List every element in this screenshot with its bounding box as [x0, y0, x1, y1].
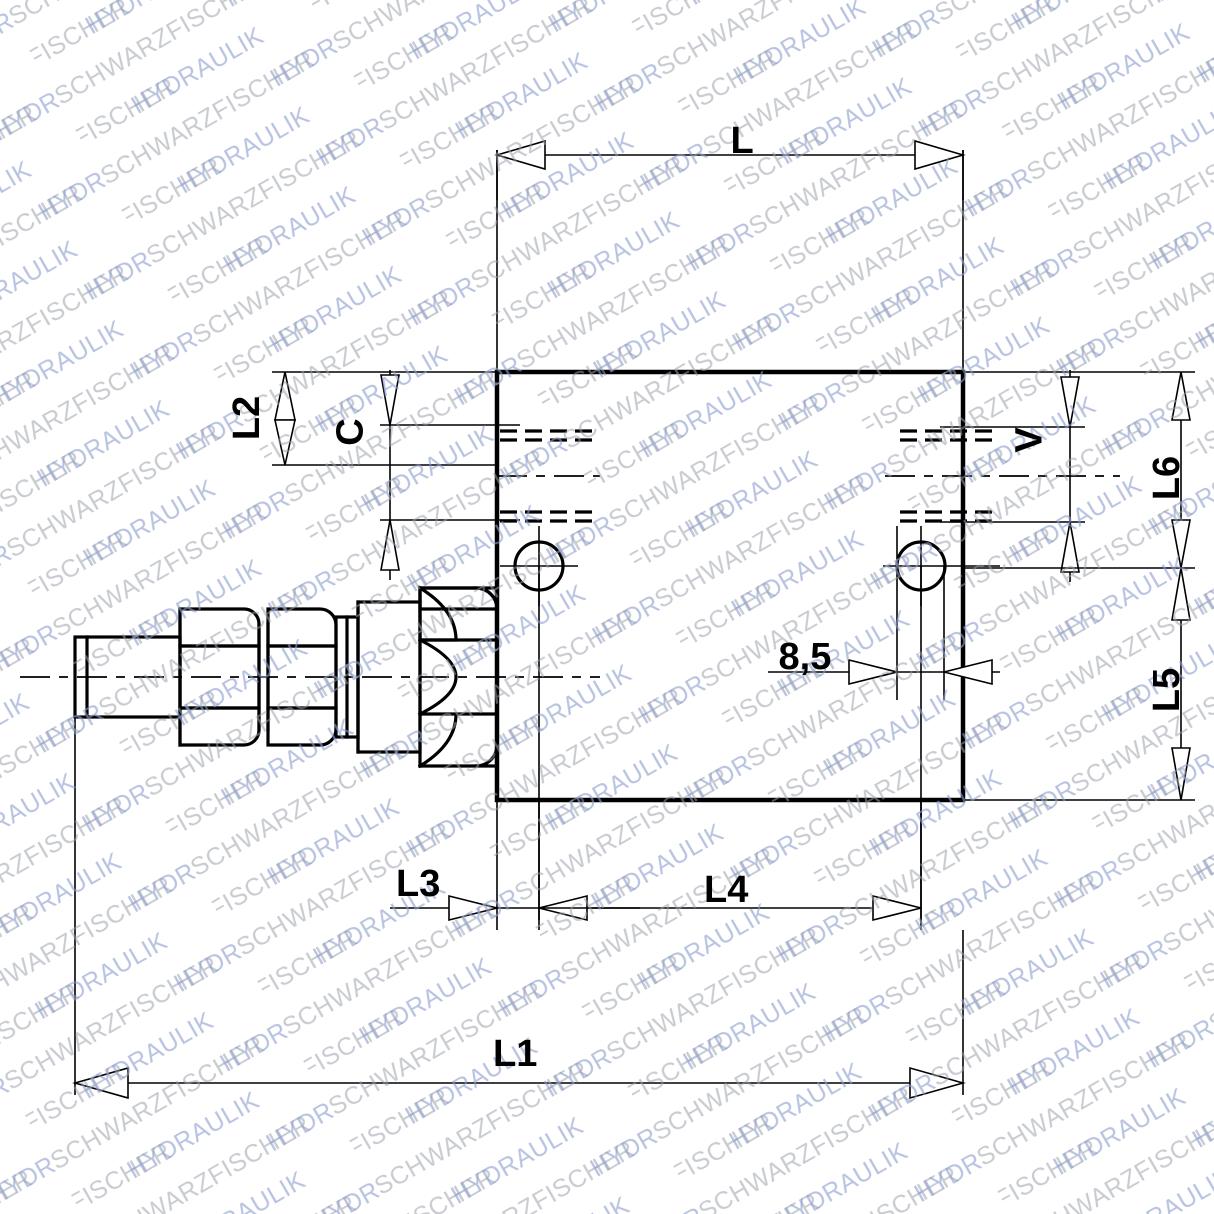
dim-label-L: L — [730, 120, 754, 162]
dim-label-L4: L4 — [704, 869, 749, 911]
dim-label-L3: L3 — [396, 863, 441, 905]
dim-label-L5: L5 — [1146, 667, 1189, 713]
dim-label-C: C — [329, 418, 372, 446]
dim-label-L2: L2 — [226, 395, 269, 441]
dim-label-8-5: 8,5 — [778, 636, 832, 678]
dim-label-L1: L1 — [493, 1033, 538, 1075]
dim-label-V: V — [1008, 427, 1051, 453]
dim-label-L6: L6 — [1146, 455, 1189, 501]
